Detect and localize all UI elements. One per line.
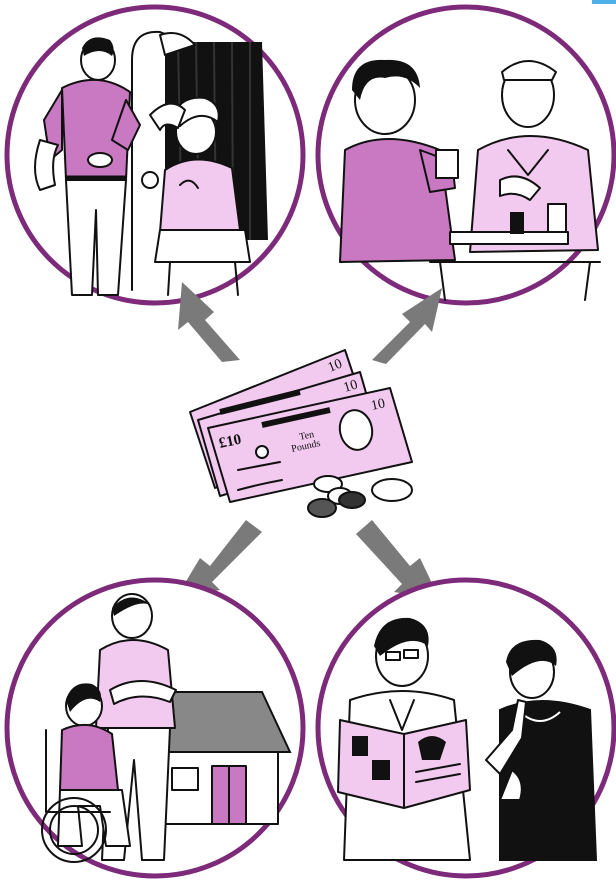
catalogue-left-page bbox=[338, 720, 404, 808]
shopping-help-illustration bbox=[318, 580, 614, 876]
coin bbox=[308, 499, 336, 517]
coin bbox=[339, 492, 365, 508]
money-illustration: 10 10 £10 10 Ten Pounds bbox=[190, 350, 412, 517]
wheelchair-user-top bbox=[60, 725, 118, 790]
coin bbox=[372, 479, 412, 501]
table bbox=[450, 232, 568, 244]
arrow-icon bbox=[372, 288, 442, 364]
towel bbox=[160, 159, 240, 232]
corner-mark bbox=[592, 0, 616, 4]
home-support-illustration bbox=[7, 580, 303, 876]
personal-care-illustration bbox=[7, 7, 303, 303]
social-visit-illustration bbox=[318, 7, 614, 303]
